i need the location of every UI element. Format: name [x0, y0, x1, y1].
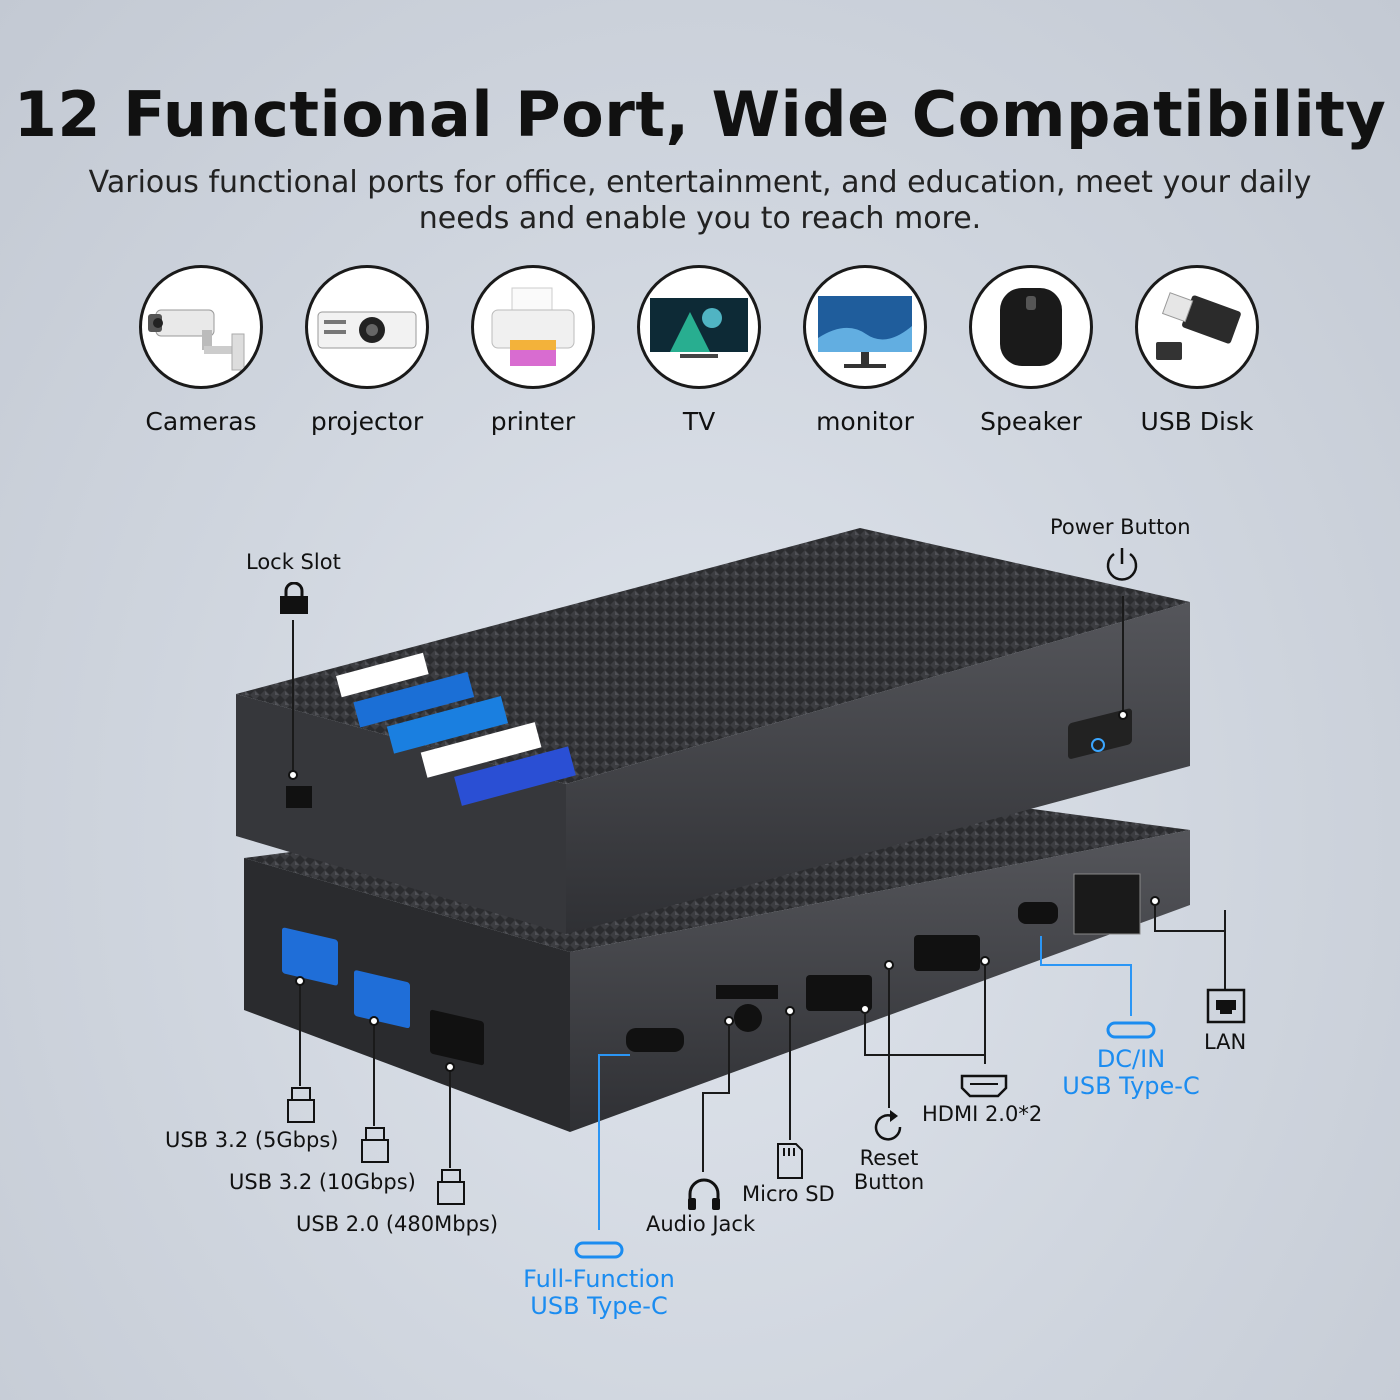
device-projector: projector [282, 265, 452, 436]
lock-slot-label: Lock Slot [246, 550, 341, 574]
projector-icon [305, 265, 429, 389]
headphone-icon [688, 1178, 720, 1210]
full-usbc-line-2: USB Type-C [530, 1292, 668, 1320]
lock-slot [286, 786, 312, 808]
reset-line-1: Reset [859, 1146, 919, 1170]
mini-pc-top-unit [236, 528, 1190, 934]
device-label: Speaker [980, 407, 1082, 436]
full-usbc-line-1: Full-Function [523, 1265, 675, 1293]
reset-line-2: Button [853, 1170, 925, 1194]
usb-c-icon [574, 1241, 624, 1259]
usb-port-20 [430, 1009, 484, 1066]
device-tv: TV [614, 265, 784, 436]
power-icon [1106, 548, 1138, 581]
hdmi-icon [960, 1074, 1008, 1098]
usb-20-label: USB 2.0 (480Mbps) [296, 1212, 499, 1236]
device-cameras: Cameras [116, 265, 286, 436]
full-usbc-label: Full-Function USB Type-C [496, 1266, 702, 1320]
lock-icon [280, 582, 308, 614]
dc-in-line-1: DC/IN [1096, 1045, 1166, 1073]
reset-icon [874, 1110, 902, 1141]
reset-button-label: Reset Button [850, 1146, 928, 1194]
micro-sd-label: Micro SD [742, 1182, 835, 1206]
lan-port [1073, 873, 1141, 935]
usb-10g-label: USB 3.2 (10Gbps) [229, 1170, 416, 1194]
usb-port-10g [354, 970, 410, 1029]
device-speaker: Speaker [946, 265, 1116, 436]
lan-icon [1206, 988, 1246, 1024]
dc-usbc-port [1018, 902, 1058, 924]
audio-port [734, 1004, 762, 1032]
device-printer: printer [448, 265, 618, 436]
sd-card-icon [777, 1143, 803, 1179]
device-label: Cameras [145, 407, 257, 436]
tv-icon [637, 265, 761, 389]
power-button-label: Power Button [1050, 515, 1191, 539]
usb-5g-icon [287, 1087, 315, 1123]
hdmi-port-2 [914, 935, 980, 971]
audio-jack-label: Audio Jack [646, 1212, 756, 1236]
speaker-icon [969, 265, 1093, 389]
device-label: monitor [816, 407, 914, 436]
device-label: printer [490, 407, 576, 436]
page-title: 12 Functional Port, Wide Compatibility [13, 78, 1387, 151]
camera-icon [139, 265, 263, 389]
hdmi-port-1 [806, 975, 872, 1011]
usb-port-5g [282, 927, 338, 986]
usb-disk-icon [1135, 265, 1259, 389]
device-label: projector [310, 407, 424, 436]
dc-usb-c-icon [1106, 1021, 1156, 1039]
dc-in-label: DC/IN USB Type-C [1046, 1046, 1216, 1100]
usb-10g-icon [361, 1127, 389, 1163]
device-monitor: monitor [780, 265, 950, 436]
usbc-port [626, 1028, 684, 1052]
printer-icon [471, 265, 595, 389]
device-label: TV [682, 407, 716, 436]
page-subtitle: Various functional ports for office, ent… [88, 165, 1312, 236]
dc-in-line-2: USB Type-C [1062, 1072, 1200, 1100]
monitor-icon [803, 265, 927, 389]
device-usb-disk: USB Disk [1112, 265, 1282, 436]
usb-5g-label: USB 3.2 (5Gbps) [165, 1128, 339, 1152]
hdmi-label: HDMI 2.0*2 [922, 1102, 1043, 1126]
power-button [1068, 708, 1132, 759]
sd-slot [716, 985, 778, 999]
usb-20-icon [437, 1169, 465, 1205]
lan-label: LAN [1204, 1030, 1247, 1054]
device-label: USB Disk [1140, 407, 1254, 436]
